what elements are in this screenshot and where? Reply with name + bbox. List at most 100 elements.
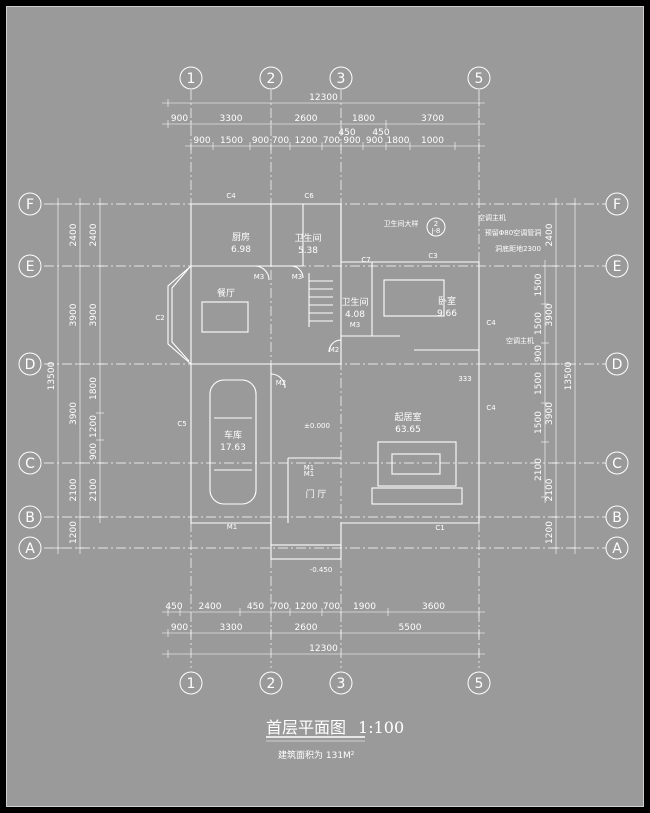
axis-label-right-E: E — [613, 259, 622, 275]
dim-left-outer-label-4: 1200 — [69, 521, 79, 544]
axis-label-left-C: C — [25, 456, 35, 472]
dim-left-inner-label-4: 900 — [89, 443, 99, 460]
tag-1: C6 — [304, 192, 314, 200]
dim-right-outer-label-3: 2100 — [545, 478, 555, 501]
dim-bottom-total-label-0: 12300 — [309, 644, 338, 654]
room-name-2: 餐厅 — [217, 287, 235, 299]
dim-left-inner-label-5: 2100 — [89, 478, 99, 501]
dim-left-outer-label-2: 3900 — [69, 402, 79, 425]
note-2: 预留Φ80空调管洞 — [485, 228, 541, 237]
axis-label-right-B: B — [612, 510, 622, 526]
axis-label-right-F: F — [613, 197, 621, 213]
note-4: 空调主机 — [506, 336, 534, 345]
dim-top-row2-label-0: 900 — [171, 114, 188, 124]
tag-0: C4 — [226, 192, 236, 200]
dim-bottom-row1-label-4: 1200 — [295, 602, 318, 612]
tag-9: M2 — [276, 379, 287, 387]
axis-bubble-left-E — [18, 254, 42, 278]
dim-bottom-row1-label-2: 450 — [247, 602, 264, 612]
dim-left-total-label-0: 13500 — [47, 361, 57, 390]
dim-left-inner-label-2: 1800 — [89, 377, 99, 400]
room-name-1: 卫生间 — [294, 232, 321, 244]
room-name-4: 卧室 — [438, 295, 456, 307]
room-area-1: 5.38 — [298, 246, 318, 256]
dim-right-total-label-0: 13500 — [564, 361, 574, 390]
dim-left-inner-label-1: 3900 — [89, 303, 99, 326]
axis-bubble-left-D — [18, 352, 42, 376]
axis-label-left-E: E — [26, 259, 35, 275]
axis-bubble-right-E — [605, 254, 629, 278]
dim-top-row2-label-2: 2600 — [295, 114, 318, 124]
dim-top-row4-label-6: 900 — [343, 136, 360, 146]
dim-right-inner-label-3: 1500 — [534, 372, 544, 395]
axis-label-bottom-5: 5 — [475, 676, 484, 692]
dim-top-row4-label-9: 1000 — [421, 136, 444, 146]
axis-label-top-3: 3 — [337, 71, 346, 87]
level-1: -0.450 — [310, 566, 333, 574]
axis-bubble-bottom-1 — [179, 671, 203, 695]
dim-right-outer-label-4: 1200 — [545, 521, 555, 544]
dim-left-inner-label-3: 1200 — [89, 415, 99, 438]
tag-8: M1 — [304, 470, 315, 478]
axis-label-left-A: A — [25, 541, 35, 557]
axis-label-bottom-1: 1 — [187, 676, 196, 692]
dim-top-row2-label-1: 3300 — [220, 114, 243, 124]
dim-left-outer-label-0: 2400 — [69, 223, 79, 246]
axis-bubble-top-5 — [467, 66, 491, 90]
axis-bubble-left-C — [18, 451, 42, 475]
axis-bubble-bottom-3 — [329, 671, 353, 695]
dim-bottom-row2-label-2: 2600 — [295, 623, 318, 633]
dim-bottom-row1-label-7: 3600 — [422, 602, 445, 612]
dim-bottom-row2-label-1: 3300 — [220, 623, 243, 633]
tag-6: C5 — [177, 420, 186, 428]
dim-top-row4-label-3: 700 — [272, 136, 289, 146]
axis-bubble-right-F — [605, 192, 629, 216]
tag-12: M3 — [350, 321, 361, 329]
dim-bottom-row1-label-6: 1900 — [353, 602, 376, 612]
dim-bottom-row1-label-5: 700 — [323, 602, 340, 612]
dim-top-row2-label-4: 3700 — [421, 114, 444, 124]
axis-bubble-left-F — [18, 192, 42, 216]
misc-0: 333 — [458, 375, 471, 383]
dim-right-inner-label-1: 1500 — [534, 312, 544, 335]
dim-top-row3-1: 450 — [372, 128, 389, 138]
tag-16: C7 — [361, 256, 370, 264]
axis-label-left-D: D — [25, 357, 36, 373]
dim-bottom-row1-label-3: 700 — [272, 602, 289, 612]
axis-bubble-right-B — [605, 505, 629, 529]
axis-label-bottom-2: 2 — [267, 676, 276, 692]
axis-label-left-F: F — [26, 197, 34, 213]
dim-left-inner-label-0: 2400 — [89, 223, 99, 246]
dim-left-outer-label-3: 2100 — [69, 478, 79, 501]
dim-top-row2-label-3: 1800 — [352, 114, 375, 124]
room-area-4: 9.66 — [437, 309, 457, 319]
dim-left-outer-label-1: 3900 — [69, 303, 79, 326]
dim-top-row4-label-5: 700 — [323, 136, 340, 146]
tag-7: C1 — [435, 524, 444, 532]
axis-label-left-B: B — [25, 510, 35, 526]
drawing-title: 首层平面图 1:100 — [266, 714, 404, 738]
note-3: 洞底距地2300 — [495, 244, 541, 253]
tag-5: C4 — [486, 404, 496, 412]
dim-right-outer-label-0: 2400 — [545, 223, 555, 246]
axis-label-bottom-3: 3 — [337, 676, 346, 692]
drawing-scale: 1:100 — [358, 718, 405, 737]
dim-top-row4-label-7: 900 — [366, 136, 383, 146]
dim-bottom-row1-label-1: 2400 — [199, 602, 222, 612]
room-area-5: 63.65 — [395, 425, 421, 435]
axis-bubble-top-2 — [259, 66, 283, 90]
axis-bubble-right-C — [605, 451, 629, 475]
level-0: ±0.000 — [304, 422, 330, 430]
tag-10: M3 — [254, 273, 265, 281]
tag-3: C3 — [428, 252, 437, 260]
axis-bubble-right-A — [605, 536, 629, 560]
axis-label-top-2: 2 — [267, 71, 276, 87]
axis-label-right-D: D — [612, 357, 623, 373]
title-text: 首层平面图 — [266, 718, 347, 737]
dim-right-inner-label-0: 1500 — [534, 273, 544, 296]
axis-bubble-left-B — [18, 505, 42, 529]
dim-top-row4-label-1: 1500 — [220, 136, 243, 146]
tag-14: M1 — [227, 523, 238, 531]
room-name-6: 车库 — [224, 429, 242, 441]
dim-right-inner-label-4: 1500 — [534, 411, 544, 434]
